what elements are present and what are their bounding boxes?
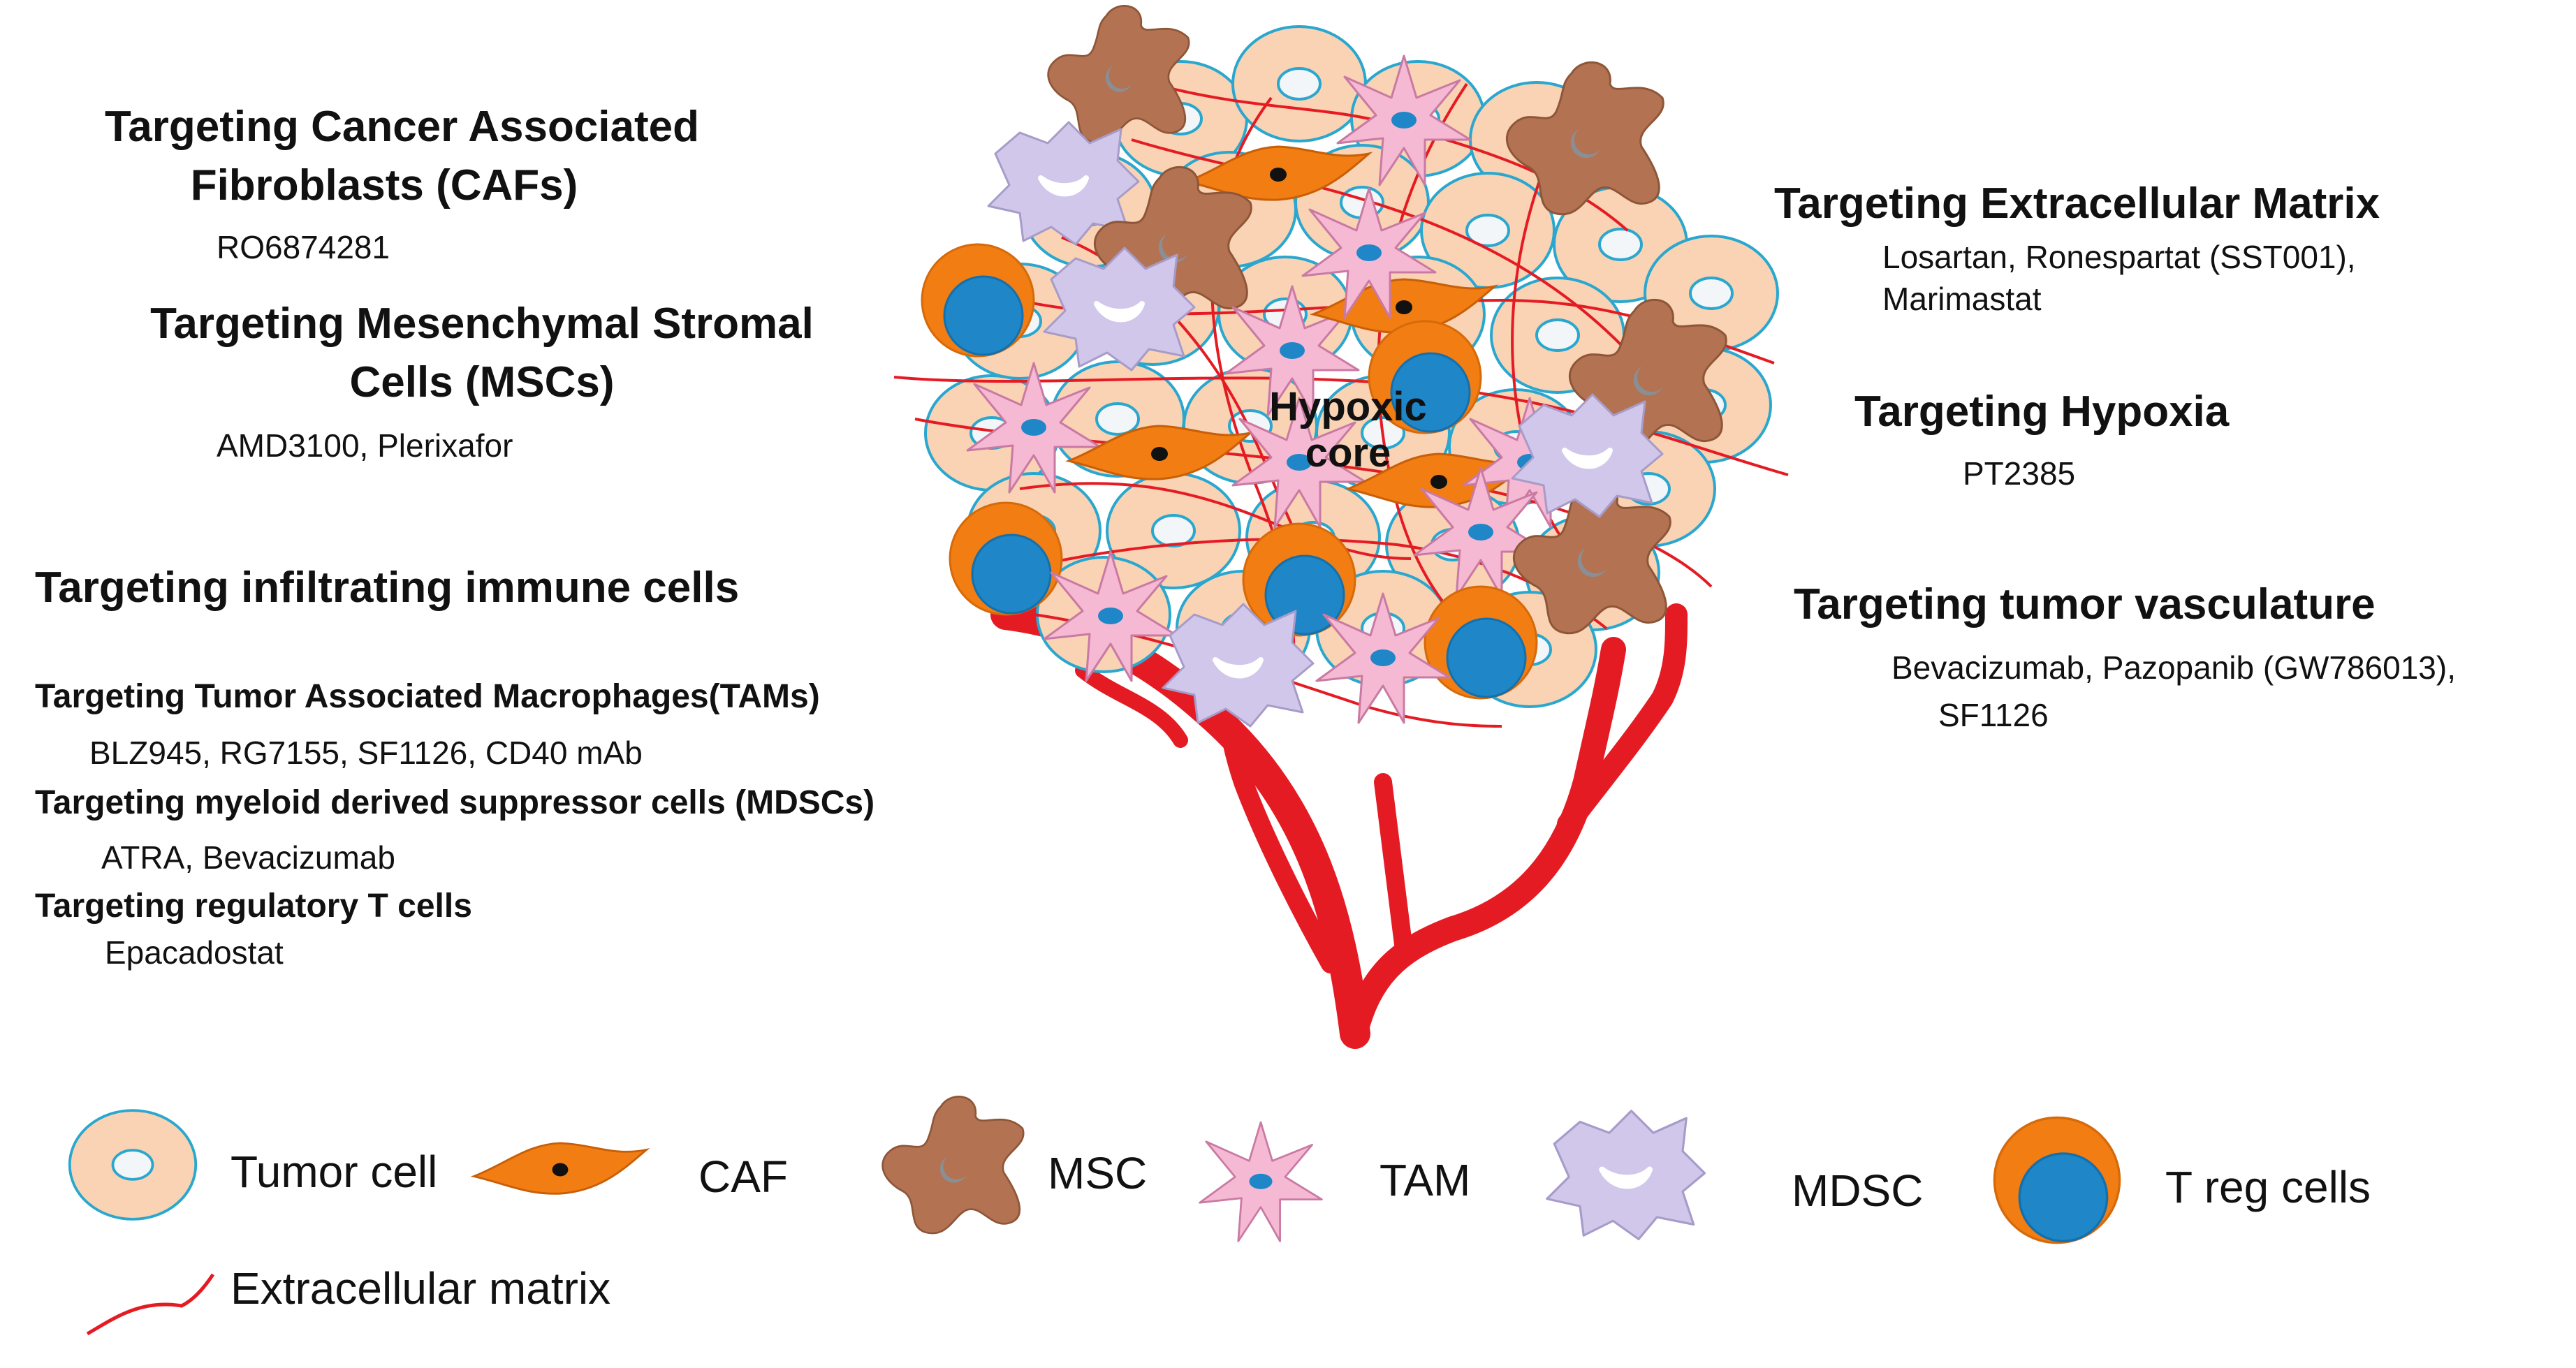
ecm-target-title: Targeting Extracellular Matrix bbox=[1774, 179, 2380, 228]
mdsc-target-drugs: ATRA, Bevacizumab bbox=[101, 839, 395, 876]
hypoxia-target-drugs: PT2385 bbox=[1963, 455, 2076, 492]
legend-treg-icon bbox=[1993, 1116, 2121, 1244]
legend-treg-label: T reg cells bbox=[2165, 1162, 2371, 1212]
legend-caf-label: CAF bbox=[698, 1152, 788, 1202]
legend-tam-label: TAM bbox=[1380, 1155, 1471, 1205]
legend-mdsc-icon bbox=[1547, 1111, 1705, 1240]
caf-target-drugs: RO6874281 bbox=[217, 229, 390, 265]
msc-target-drugs: AMD3100, Plerixafor bbox=[217, 427, 513, 464]
immune-target-title: Targeting infiltrating immune cells bbox=[35, 564, 740, 612]
hypoxia-target-title: Targeting Hypoxia bbox=[1854, 388, 2230, 436]
vasculature-target-title: Targeting tumor vasculature bbox=[1794, 580, 2376, 628]
hypoxic-core-label: Hypoxic core bbox=[1269, 384, 1427, 476]
treg-target-drugs: Epacadostat bbox=[105, 934, 284, 971]
legend-msc-label: MSC bbox=[1048, 1148, 1148, 1198]
caf-target-title: Targeting Cancer Associated Fibroblasts … bbox=[105, 103, 700, 209]
tam-target-title: Targeting Tumor Associated Macrophages(T… bbox=[35, 678, 820, 715]
vasculature-target-drugs-line1: Bevacizumab, Pazopanib (GW786013), bbox=[1891, 649, 2456, 686]
msc-target-title: Targeting Mesenchymal Stromal Cells (MSC… bbox=[150, 300, 814, 406]
legend-mdsc-label: MDSC bbox=[1792, 1165, 1924, 1216]
ecm-target-drugs-line1: Losartan, Ronespartat (SST001), bbox=[1882, 239, 2356, 275]
legend-ecm-line-icon bbox=[86, 1273, 215, 1336]
legend-tam-icon bbox=[1199, 1121, 1323, 1242]
tam-target-drugs: BLZ945, RG7155, SF1126, CD40 mAb bbox=[89, 735, 643, 771]
vasculature-target-drugs-line2: SF1126 bbox=[1938, 697, 2049, 733]
legend-tumor-cell-label: Tumor cell bbox=[230, 1147, 438, 1197]
legend-tumor-cell-icon bbox=[68, 1109, 198, 1221]
legend-icons bbox=[68, 1096, 2121, 1336]
ecm-target-drugs-line2: Marimastat bbox=[1882, 281, 2042, 317]
treg-target-title: Targeting regulatory T cells bbox=[35, 888, 472, 925]
legend-ecm-label: Extracellular matrix bbox=[230, 1263, 611, 1314]
legend-msc-icon bbox=[881, 1096, 1025, 1235]
legend-caf-icon bbox=[473, 1142, 647, 1195]
mdsc-target-title: Targeting myeloid derived suppressor cel… bbox=[35, 784, 875, 821]
